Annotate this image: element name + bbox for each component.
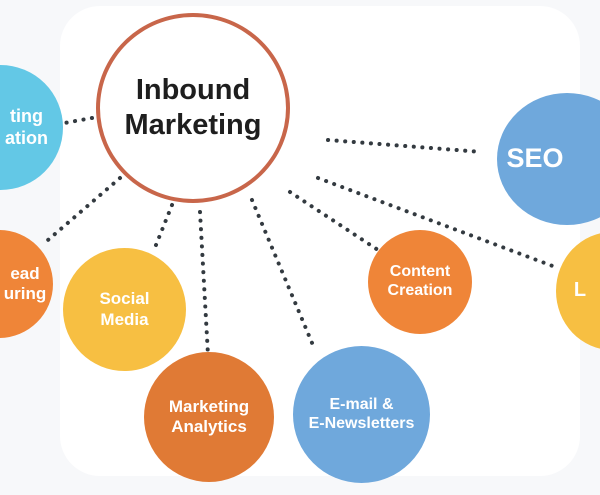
node-label: ting ation xyxy=(5,106,48,148)
node-email-newsletters: E-mail & E-Newsletters xyxy=(293,346,430,483)
link-lead-generation xyxy=(46,116,94,128)
node-label: Content Creation xyxy=(387,263,453,299)
node-inbound-marketing-hub: Inbound Marketing xyxy=(96,13,290,203)
node-label: Social Media xyxy=(99,289,150,329)
link-landing-pages xyxy=(316,176,560,270)
link-seo xyxy=(326,138,484,154)
link-email-newsletters xyxy=(250,198,317,352)
node-label: E-mail & E-Newsletters xyxy=(308,395,415,432)
node-label: L xyxy=(573,279,587,302)
node-label: SEO xyxy=(506,143,564,174)
node-social-media: Social Media xyxy=(63,248,186,371)
link-social-media xyxy=(152,203,174,252)
node-seo: SEO xyxy=(497,93,600,225)
node-label: Marketing Analytics xyxy=(168,396,250,436)
link-marketing-analytics xyxy=(198,210,210,357)
hub-label: Inbound Marketing xyxy=(124,73,262,141)
node-content-creation: Content Creation xyxy=(368,230,472,334)
node-label: ead uring xyxy=(3,263,47,303)
link-lead-nurturing xyxy=(46,176,122,242)
link-content-creation xyxy=(288,190,380,252)
node-marketing-analytics: Marketing Analytics xyxy=(144,352,274,482)
